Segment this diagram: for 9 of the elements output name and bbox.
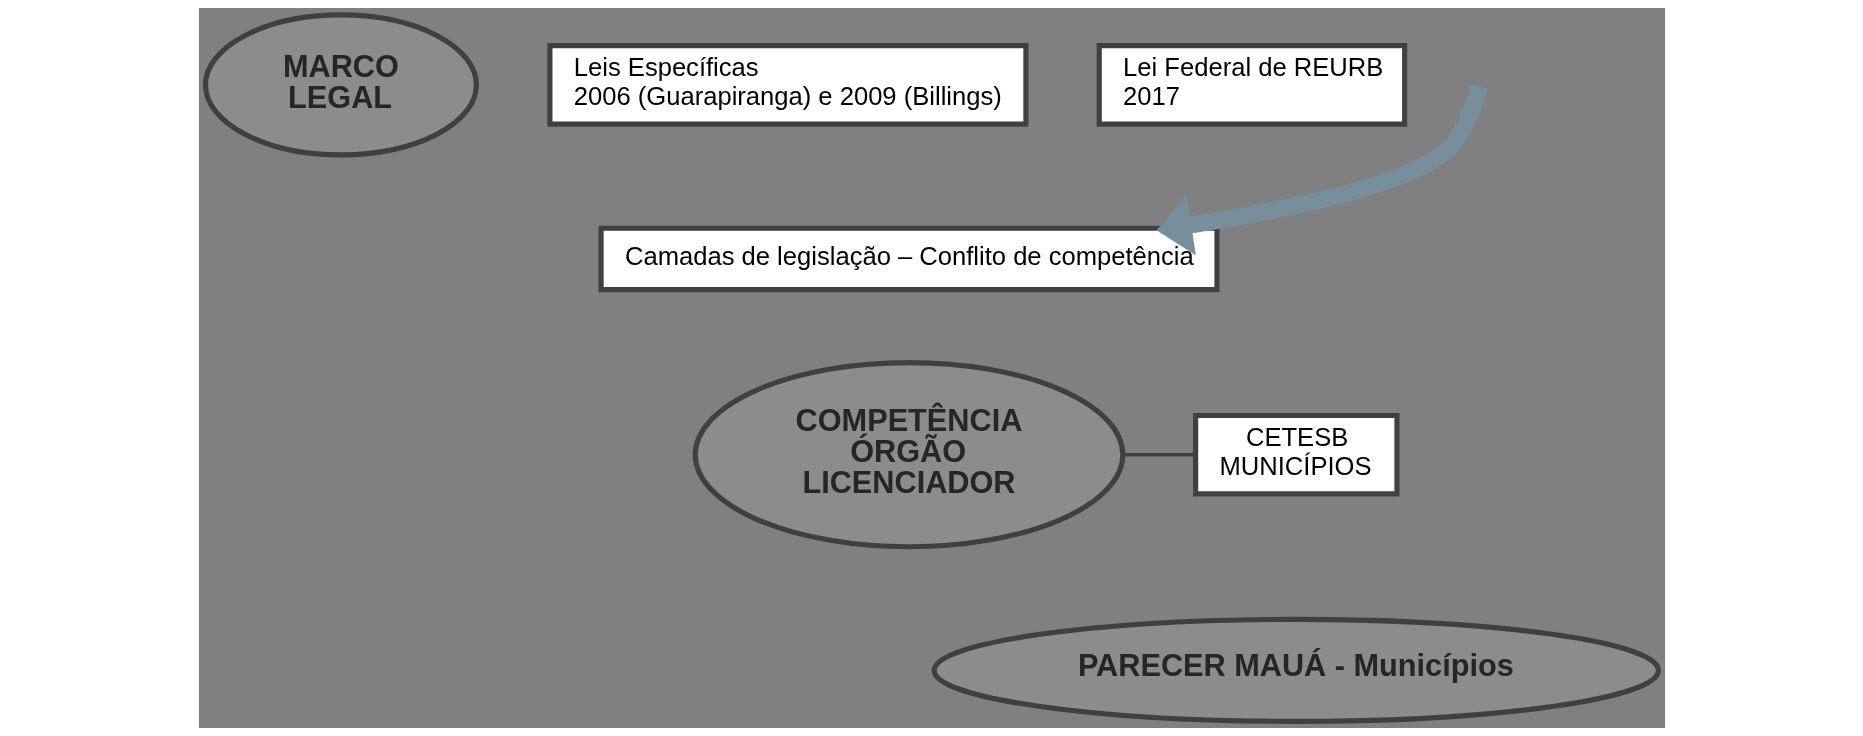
- node-box: CETESB MUNICÍPIOS: [1192, 412, 1399, 497]
- node-ellipse: PARECER MAUÁ - Municípios: [931, 616, 1661, 724]
- connector: [1122, 452, 1195, 457]
- node-box: Camadas de legislação – Conflito de competência: [598, 225, 1219, 293]
- node-ellipse: MARCO LEGAL: [202, 12, 479, 158]
- node-box: Leis Específicas 2006 (Guarapiranga) e 2009 (Billings): [546, 43, 1028, 127]
- node-box: Lei Federal de REURB 2017: [1096, 43, 1407, 127]
- node-ellipse: COMPETÊNCIA ÓRGÃO LICENCIADOR: [692, 360, 1125, 550]
- arrow: [1155, 84, 1487, 256]
